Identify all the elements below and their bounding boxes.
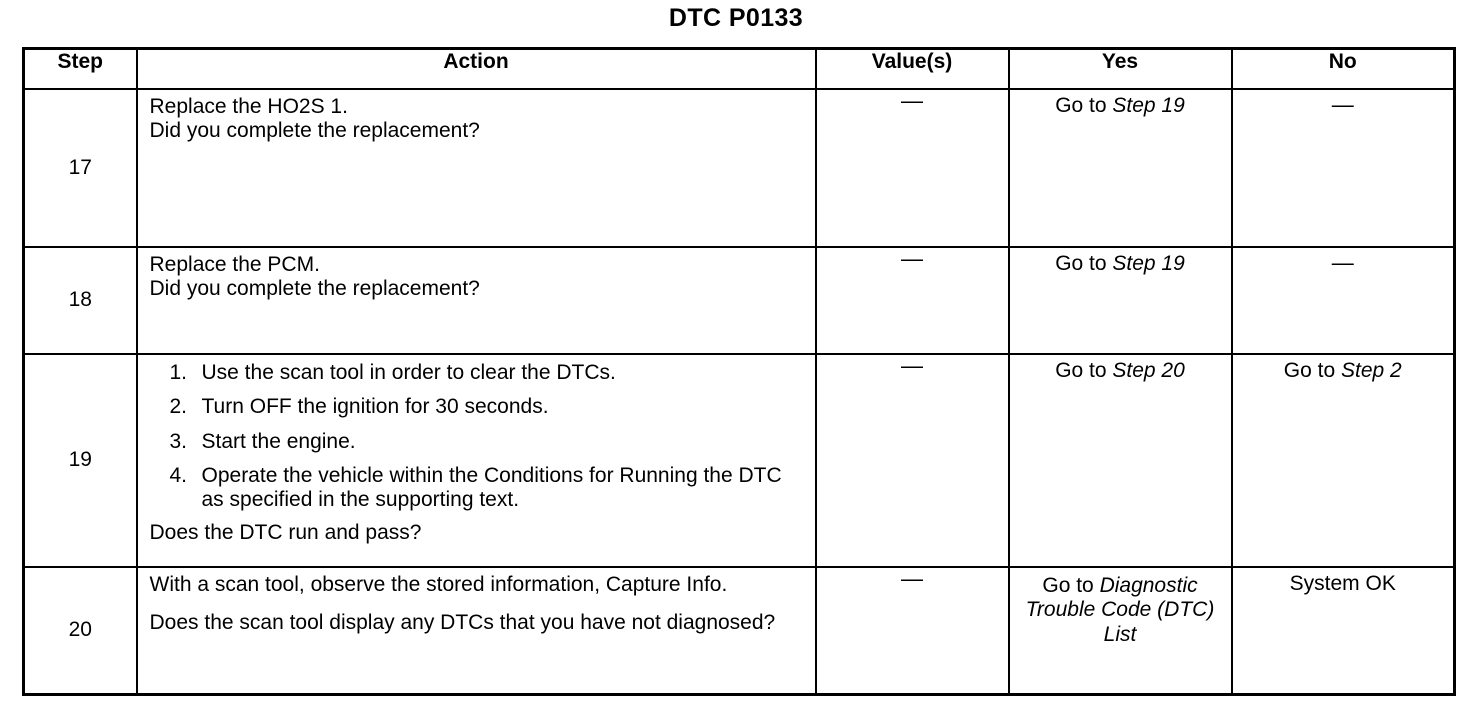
table-row: 18 Replace the PCM. Did you complete the… <box>22 246 1456 355</box>
table-row: 20 With a scan tool, observe the stored … <box>22 566 1456 695</box>
yes-action: Go to Step 20 <box>1055 359 1185 383</box>
list-item-text: Use the scan tool in order to clear the … <box>201 361 616 384</box>
column-header-step: Step <box>22 47 138 90</box>
goto-target: Diagnostic Trouble Code (DTC) List <box>1025 574 1215 646</box>
goto-prefix: Go to <box>1055 252 1113 275</box>
table-header-row: Step Action Value(s) Yes No <box>22 47 1456 90</box>
goto-prefix: Go to <box>1055 94 1113 117</box>
step-number-cell: 20 <box>22 566 138 695</box>
page-title: DTC P0133 <box>668 4 804 32</box>
list-item: 1. Use the scan tool in order to clear th… <box>150 361 807 385</box>
step-number-cell: 17 <box>22 88 138 248</box>
diagnostic-table-container: Step Action Value(s) Yes No 17 Replace t… <box>22 47 1456 696</box>
list-item: 3. Start the engine. <box>150 430 807 454</box>
step-number-cell: 19 <box>22 353 138 568</box>
value-dash: — <box>901 88 923 113</box>
list-item-number: 2. <box>169 395 188 419</box>
action-instruction: Replace the HO2S 1. <box>149 95 348 118</box>
goto-target: Step 2 <box>1340 359 1402 382</box>
yes-action: Go to Step 19 <box>1055 94 1185 118</box>
list-item-text: Turn OFF the ignition for 30 seconds. <box>201 395 549 419</box>
table-row: 17 Replace the HO2S 1. Did you complete … <box>22 88 1456 248</box>
action-cell: Replace the PCM. Did you complete the re… <box>135 246 817 355</box>
value-cell: — <box>814 566 1010 695</box>
action-question: Does the scan tool display any DTCs that… <box>149 611 776 635</box>
list-item-text: Start the engine. <box>201 429 356 453</box>
column-header-yes: Yes <box>1007 47 1233 90</box>
list-item-text: Operate the vehicle within the Condition… <box>201 464 782 512</box>
no-result: System OK <box>1289 572 1396 595</box>
step-number: 18 <box>68 288 92 312</box>
no-action: Go to Step 2 <box>1284 359 1402 383</box>
value-cell: — <box>814 246 1010 355</box>
table-header: Step Action Value(s) Yes No <box>22 47 1456 90</box>
value-cell: — <box>814 353 1010 568</box>
goto-prefix: Go to <box>1283 359 1341 382</box>
column-header-value: Value(s) <box>814 47 1010 90</box>
no-cell: Go to Step 2 <box>1230 353 1456 568</box>
yes-cell: Go to Step 19 <box>1007 88 1233 248</box>
value-dash: — <box>901 246 923 271</box>
action-question: Does the DTC run and pass? <box>149 520 422 544</box>
goto-target: Step 19 <box>1112 94 1185 117</box>
value-cell: — <box>814 88 1010 248</box>
yes-cell: Go to Step 20 <box>1007 353 1233 568</box>
goto-target: Step 19 <box>1112 252 1185 275</box>
step-number: 19 <box>68 448 92 472</box>
action-instruction: Replace the PCM. <box>149 253 320 276</box>
list-item-number: 3. <box>169 429 188 453</box>
step-number: 20 <box>68 618 92 642</box>
list-item: 2. Turn OFF the ignition for 30 seconds. <box>150 395 807 419</box>
list-item-number: 1. <box>169 361 188 384</box>
diagnostic-table: Step Action Value(s) Yes No 17 Replace t… <box>22 47 1456 696</box>
column-header-no: No <box>1230 47 1456 90</box>
list-item-number: 4. <box>169 464 188 488</box>
list-item: 4. Operate the vehicle within the Conditi… <box>150 464 807 513</box>
table-row: 19 1. Use the scan tool in order to clear… <box>22 353 1456 568</box>
goto-prefix: Go to <box>1055 359 1113 382</box>
goto-target: Step 20 <box>1112 359 1185 382</box>
action-instruction: With a scan tool, observe the stored inf… <box>149 573 728 596</box>
action-question: Did you complete the replacement? <box>149 277 480 301</box>
yes-action: Go to Step 19 <box>1055 252 1185 276</box>
action-cell: Replace the HO2S 1. Did you complete the… <box>135 88 817 248</box>
action-step-list: 1. Use the scan tool in order to clear th… <box>150 361 807 519</box>
yes-cell: Go to Diagnostic Trouble Code (DTC) List <box>1007 566 1233 695</box>
table-body: 17 Replace the HO2S 1. Did you complete … <box>22 88 1456 695</box>
yes-cell: Go to Step 19 <box>1007 246 1233 355</box>
column-header-action: Action <box>135 47 817 90</box>
no-dash: — <box>1331 92 1354 117</box>
goto-prefix: Go to <box>1042 574 1100 597</box>
no-dash: — <box>1331 250 1354 275</box>
value-dash: — <box>901 353 923 378</box>
no-cell: System OK <box>1230 566 1456 695</box>
no-cell: — <box>1230 88 1456 248</box>
action-question: Did you complete the replacement? <box>149 119 480 143</box>
action-cell: 1. Use the scan tool in order to clear th… <box>135 353 817 568</box>
step-number-cell: 18 <box>22 246 138 355</box>
no-cell: — <box>1230 246 1456 355</box>
yes-action: Go to Diagnostic Trouble Code (DTC) List <box>1016 574 1225 647</box>
step-number: 17 <box>68 155 92 179</box>
action-cell: With a scan tool, observe the stored inf… <box>135 566 817 695</box>
value-dash: — <box>901 566 923 591</box>
